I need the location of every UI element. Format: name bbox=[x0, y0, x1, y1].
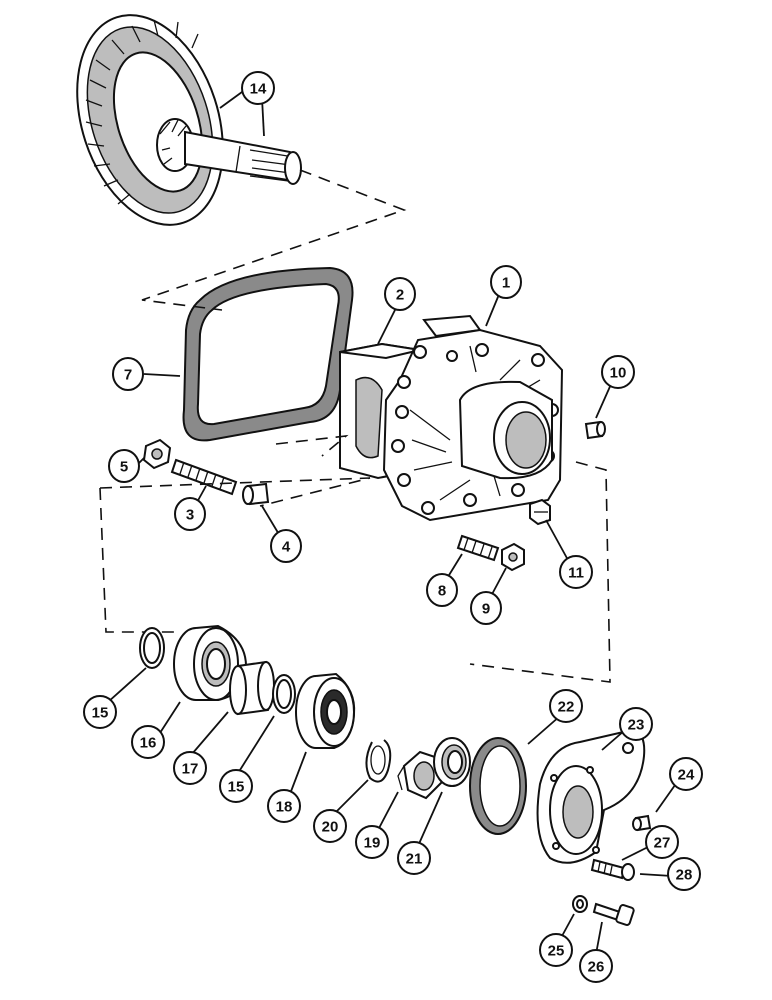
callout-27-label: 27 bbox=[654, 835, 671, 852]
callout-4: 4 bbox=[270, 529, 302, 563]
callout-15a: 15 bbox=[83, 695, 117, 729]
snap-ring-20 bbox=[365, 739, 392, 783]
gasket-7 bbox=[182, 266, 354, 442]
callout-16: 16 bbox=[131, 725, 165, 759]
stud-8 bbox=[456, 534, 500, 562]
callout-1: 1 bbox=[490, 265, 522, 299]
differential-housing bbox=[339, 314, 564, 522]
callout-8: 8 bbox=[426, 573, 458, 607]
callout-23: 23 bbox=[619, 707, 653, 741]
callout-11-label: 11 bbox=[568, 565, 584, 582]
callout-24-label: 24 bbox=[678, 767, 695, 784]
callout-9: 9 bbox=[470, 591, 502, 625]
ring-gear-and-pinion bbox=[76, 14, 302, 226]
plug-11 bbox=[529, 498, 551, 526]
callout-19-label: 19 bbox=[364, 835, 381, 852]
callout-7-label: 7 bbox=[124, 367, 132, 384]
callout-26-label: 26 bbox=[588, 959, 605, 976]
callout-10: 10 bbox=[601, 355, 635, 389]
cover-23 bbox=[536, 728, 646, 864]
nut-9 bbox=[501, 542, 525, 572]
callout-28: 28 bbox=[667, 857, 701, 891]
callout-24: 24 bbox=[669, 757, 703, 791]
callout-3: 3 bbox=[174, 497, 206, 531]
callout-9-label: 9 bbox=[482, 601, 490, 618]
callout-25: 25 bbox=[539, 933, 573, 967]
callout-22: 22 bbox=[549, 689, 583, 723]
bolt-27 bbox=[590, 858, 626, 880]
washer-25 bbox=[572, 895, 588, 913]
callout-17-label: 17 bbox=[182, 761, 199, 778]
nut-19 bbox=[397, 750, 444, 800]
callout-4-label: 4 bbox=[282, 539, 291, 556]
callout-20-label: 20 bbox=[322, 819, 339, 836]
callout-20: 20 bbox=[313, 809, 347, 843]
washer-28 bbox=[621, 863, 635, 881]
nut-5 bbox=[142, 438, 172, 470]
callout-17: 17 bbox=[173, 751, 207, 785]
callout-23-label: 23 bbox=[628, 717, 645, 734]
spacer-17 bbox=[229, 660, 275, 716]
dowel-24 bbox=[632, 814, 652, 832]
callout-14: 14 bbox=[241, 71, 275, 105]
snap-ring-15a bbox=[139, 627, 165, 669]
callout-5-label: 5 bbox=[120, 459, 128, 476]
callout-2: 2 bbox=[384, 277, 416, 311]
callout-21-label: 21 bbox=[406, 851, 423, 868]
callout-26: 26 bbox=[579, 949, 613, 983]
bolt-26 bbox=[592, 902, 635, 926]
callout-10-label: 10 bbox=[610, 365, 627, 382]
callout-19: 19 bbox=[355, 825, 389, 859]
callout-2-label: 2 bbox=[396, 287, 404, 304]
bearing-18 bbox=[295, 672, 356, 749]
callout-3-label: 3 bbox=[186, 507, 194, 524]
snap-ring-15b bbox=[272, 674, 296, 714]
callout-22-label: 22 bbox=[558, 699, 575, 716]
seal-21 bbox=[433, 737, 471, 787]
dowel-10 bbox=[584, 420, 606, 440]
callout-1-label: 1 bbox=[502, 275, 510, 292]
callout-14-label: 14 bbox=[250, 81, 267, 98]
callout-7: 7 bbox=[112, 357, 144, 391]
callout-15b: 15 bbox=[219, 769, 253, 803]
callout-5: 5 bbox=[108, 449, 140, 483]
callout-28-label: 28 bbox=[676, 867, 693, 884]
callout-21: 21 bbox=[397, 841, 431, 875]
stud-3 bbox=[170, 458, 238, 496]
dowel-4 bbox=[242, 482, 270, 506]
callout-8-label: 8 bbox=[438, 583, 446, 600]
callout-27: 27 bbox=[645, 825, 679, 859]
callout-18: 18 bbox=[267, 789, 301, 823]
callout-11: 11 bbox=[559, 555, 593, 589]
callout-16-label: 16 bbox=[140, 735, 157, 752]
leader-lines bbox=[107, 91, 681, 955]
callout-18-label: 18 bbox=[276, 799, 293, 816]
callout-15a-label: 15 bbox=[92, 705, 109, 722]
callout-15b-label: 15 bbox=[228, 779, 245, 796]
callout-25-label: 25 bbox=[548, 943, 565, 960]
gasket-22 bbox=[469, 737, 527, 835]
